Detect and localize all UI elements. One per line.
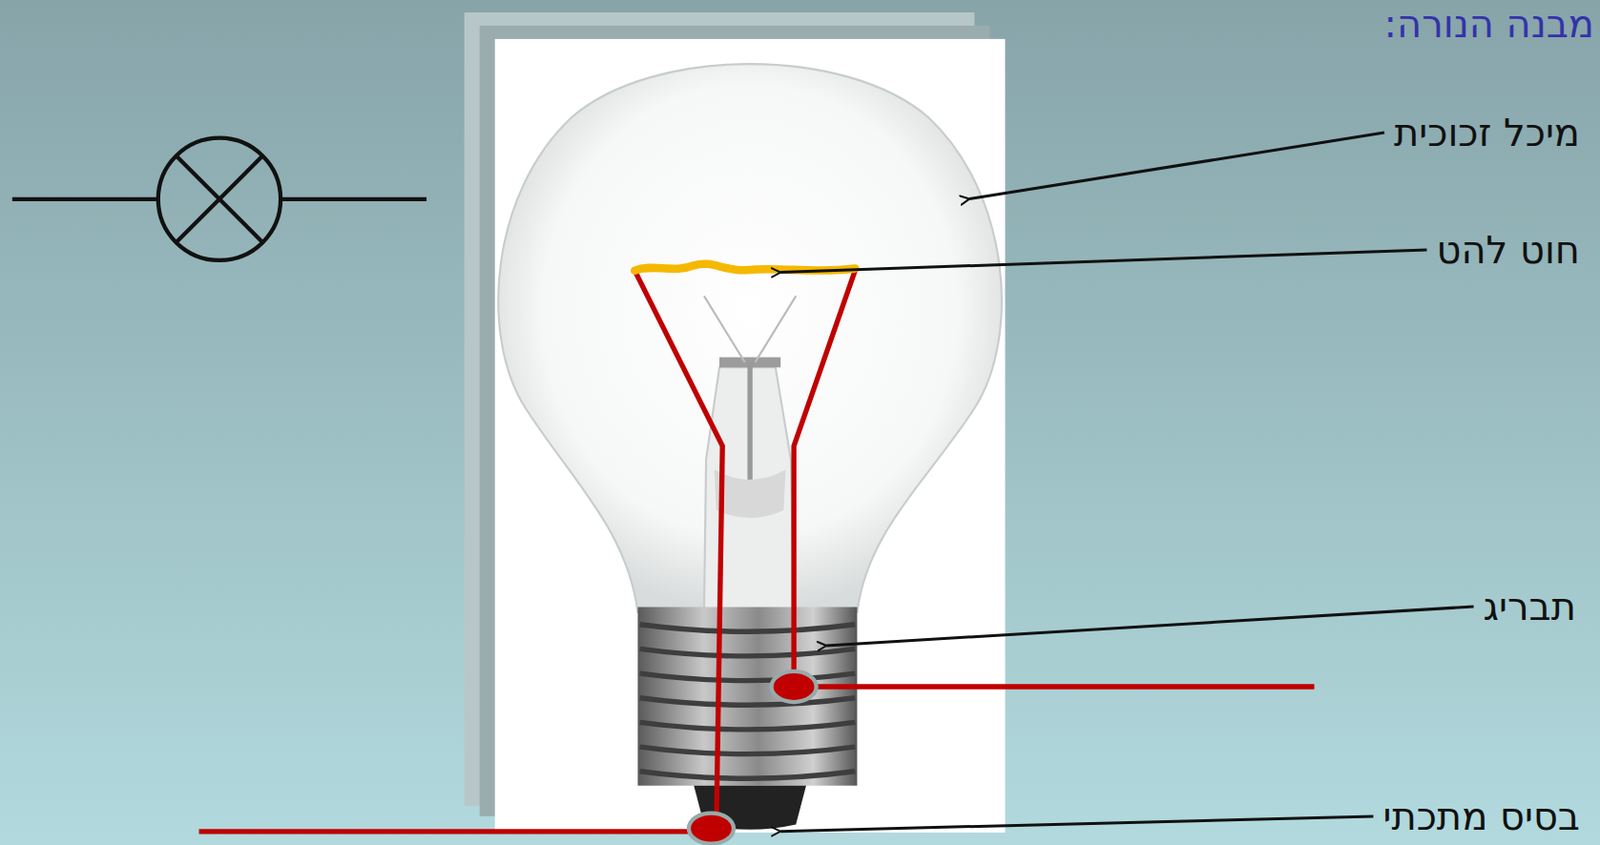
leader-line	[780, 249, 1427, 273]
contact-dot	[771, 671, 817, 703]
leader-line	[780, 816, 1373, 832]
lamp-symbol	[12, 138, 427, 261]
screw-thread	[637, 607, 857, 831]
contact-dot	[688, 813, 734, 845]
leader-line	[969, 132, 1385, 200]
glass-envelope	[498, 63, 1002, 613]
glass-stem	[704, 295, 796, 613]
panel	[495, 39, 1006, 833]
diagram-title: מבנה הנורה:	[1384, 1, 1595, 46]
part-label: מיכל זכוכית	[1393, 110, 1580, 155]
part-label: תבריג	[1483, 584, 1577, 629]
wire	[199, 270, 1315, 832]
part-label: חוט להט	[1436, 228, 1581, 272]
leader-line	[826, 606, 1474, 646]
part-label: בסיס מתכתי	[1382, 794, 1580, 839]
